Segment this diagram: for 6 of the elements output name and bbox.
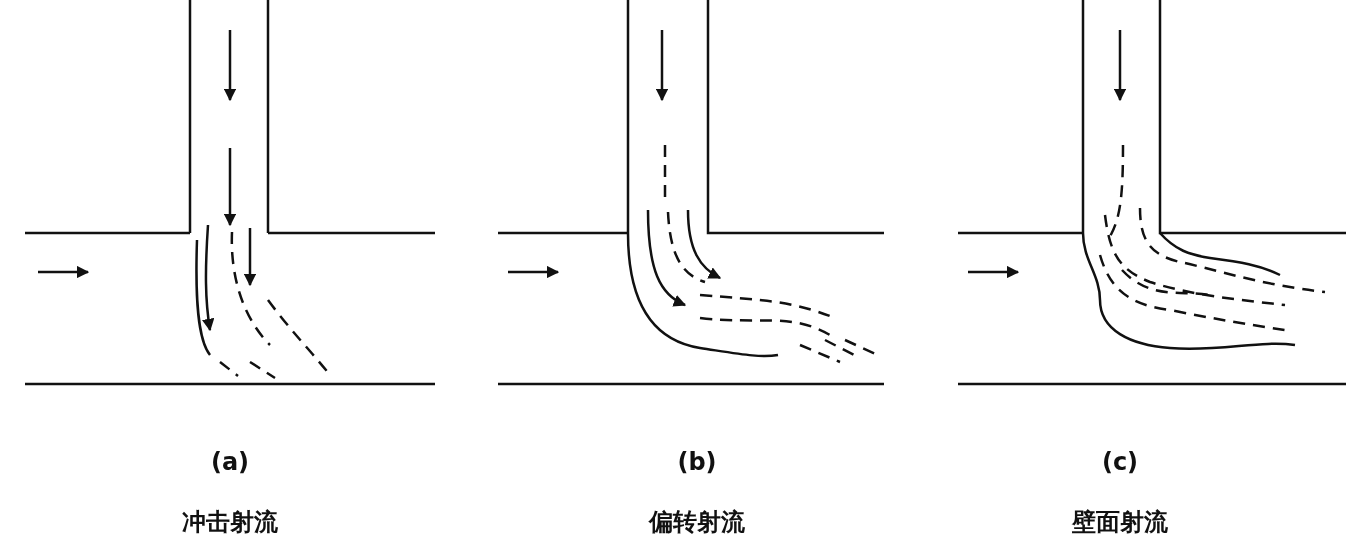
panel-caption: 壁面射流 xyxy=(1072,510,1168,534)
panel-label: (c) xyxy=(1101,450,1139,474)
panel-caption: 偏转射流 xyxy=(649,510,745,534)
panel-caption: 冲击射流 xyxy=(182,510,278,534)
panel-label: (a) xyxy=(210,450,250,474)
panel-label: (b) xyxy=(677,450,717,474)
